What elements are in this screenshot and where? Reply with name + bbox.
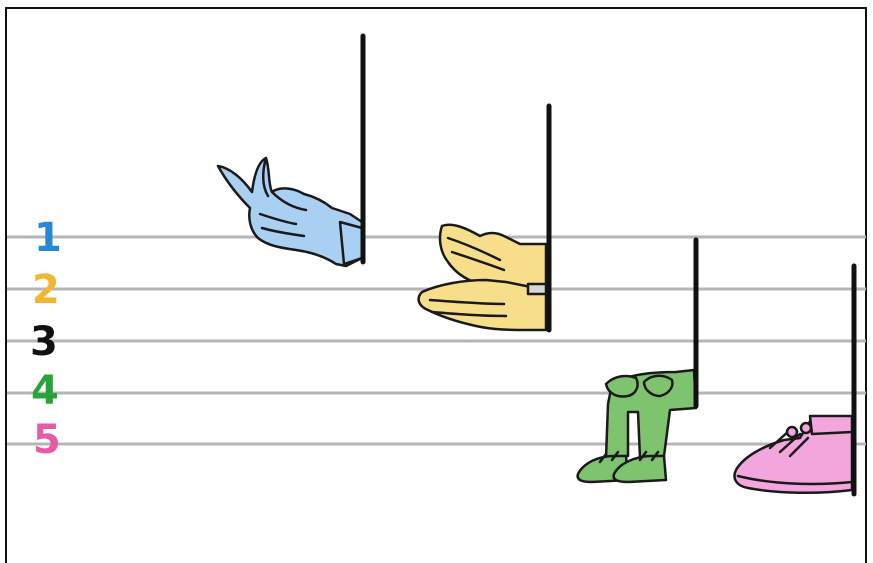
line-number-5: 5: [33, 417, 61, 463]
finger-snap-icon: [218, 158, 362, 266]
line-number-2: 2: [32, 267, 60, 313]
line-number-3: 3: [30, 319, 58, 365]
clapping-hands-icon: [419, 225, 546, 330]
line-number-1: 1: [34, 215, 62, 261]
stomp-shoe-icon: [735, 416, 853, 493]
staff-lines: [7, 237, 866, 444]
line-number-4: 4: [31, 368, 59, 414]
lap-pat-legs-icon: [578, 370, 696, 482]
